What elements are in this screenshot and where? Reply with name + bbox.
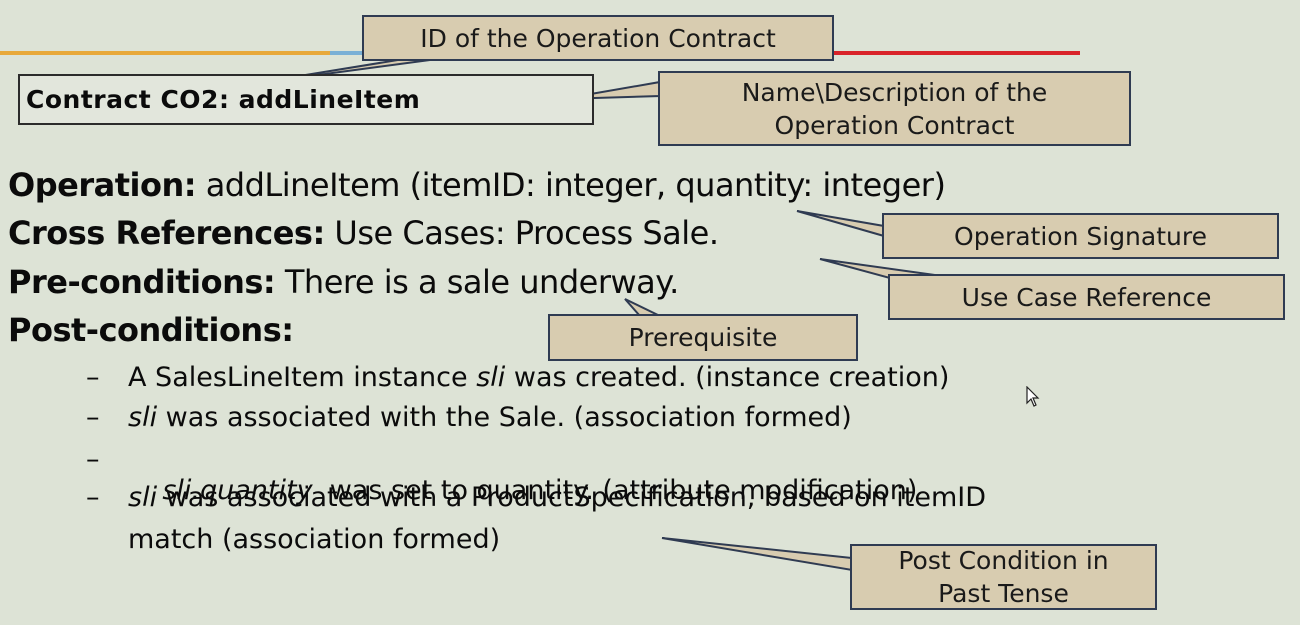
cross-references-line: Cross References: Use Cases: Process Sal… [8, 214, 719, 252]
postcondition-emphasis: sli [476, 362, 506, 393]
connector-post [661, 537, 853, 572]
postcondition-item-continuation: match (association formed) [128, 524, 500, 555]
postcondition-item: sli was associated with a ProductSpecifi… [128, 482, 986, 513]
postcondition-item: sli was associated with the Sale. (assoc… [128, 402, 852, 433]
header-bar-blue [330, 51, 365, 55]
postconditions-heading: Post-conditions: [8, 311, 294, 349]
callout-operation-id: ID of the Operation Contract [362, 15, 834, 61]
postcondition-emphasis: sli [128, 402, 158, 433]
callout-name-line2: Operation Contract [774, 110, 1015, 140]
bullet-dash: – [86, 362, 100, 393]
postcondition-item: sli.quantity was set to quantity. (attri… [128, 444, 917, 537]
post-label: Post-conditions: [8, 311, 294, 349]
callout-operation-signature: Operation Signature [882, 213, 1279, 259]
contract-title-box: Contract CO2: addLineItem [18, 74, 594, 125]
bullet-dash: – [86, 482, 100, 513]
postcondition-text: was associated with the Sale. (associati… [157, 402, 852, 433]
preconditions-line: Pre-conditions: There is a sale underway… [8, 263, 679, 301]
postcondition-emphasis: sli.quantity [162, 475, 313, 506]
header-bar-red [830, 51, 1080, 55]
callout-usecase-text: Use Case Reference [961, 282, 1212, 312]
mouse-pointer-icon [1026, 386, 1040, 407]
pre-label: Pre-conditions: [8, 263, 276, 301]
crossref-value: Use Cases: Process Sale. [334, 214, 719, 252]
callout-post-line2: Past Tense [938, 579, 1069, 608]
postcondition-text: A SalesLineItem instance [128, 362, 477, 393]
callout-prereq-text: Prerequisite [628, 323, 778, 352]
connector-signature [796, 210, 885, 238]
bullet-dash: – [86, 444, 100, 475]
crossref-label: Cross References: [8, 214, 325, 252]
callout-post-condition: Post Condition in Past Tense [850, 544, 1157, 610]
callout-signature-text: Operation Signature [954, 221, 1207, 251]
callout-use-case-reference: Use Case Reference [888, 274, 1285, 320]
contract-name: addLineItem [238, 85, 421, 114]
callout-name-description: Name\Description of the Operation Contra… [658, 71, 1131, 146]
contract-prefix: Contract CO2: [26, 85, 239, 114]
bullet-dash: – [86, 402, 100, 433]
operation-value: addLineItem (itemID: integer, quantity: … [205, 166, 946, 204]
postcondition-emphasis: sli [128, 482, 158, 513]
pre-value: There is a sale underway. [284, 263, 679, 301]
postcondition-text: was set to quantity. (attribute modifica… [312, 475, 918, 506]
callout-post-line1: Post Condition in [898, 546, 1109, 575]
postcondition-text: was created. (instance creation) [505, 362, 950, 393]
postcondition-text: was associated with a ProductSpecificati… [157, 482, 987, 513]
header-bar-orange [0, 51, 330, 55]
postcondition-text: match (association formed) [128, 524, 501, 555]
callout-prerequisite: Prerequisite [548, 314, 858, 361]
operation-label: Operation: [8, 166, 197, 204]
callout-operation-id-text: ID of the Operation Contract [420, 23, 776, 53]
postcondition-item: A SalesLineItem instance sli was created… [128, 362, 949, 393]
callout-name-line1: Name\Description of the [741, 77, 1048, 107]
operation-line: Operation: addLineItem (itemID: integer,… [8, 166, 946, 204]
